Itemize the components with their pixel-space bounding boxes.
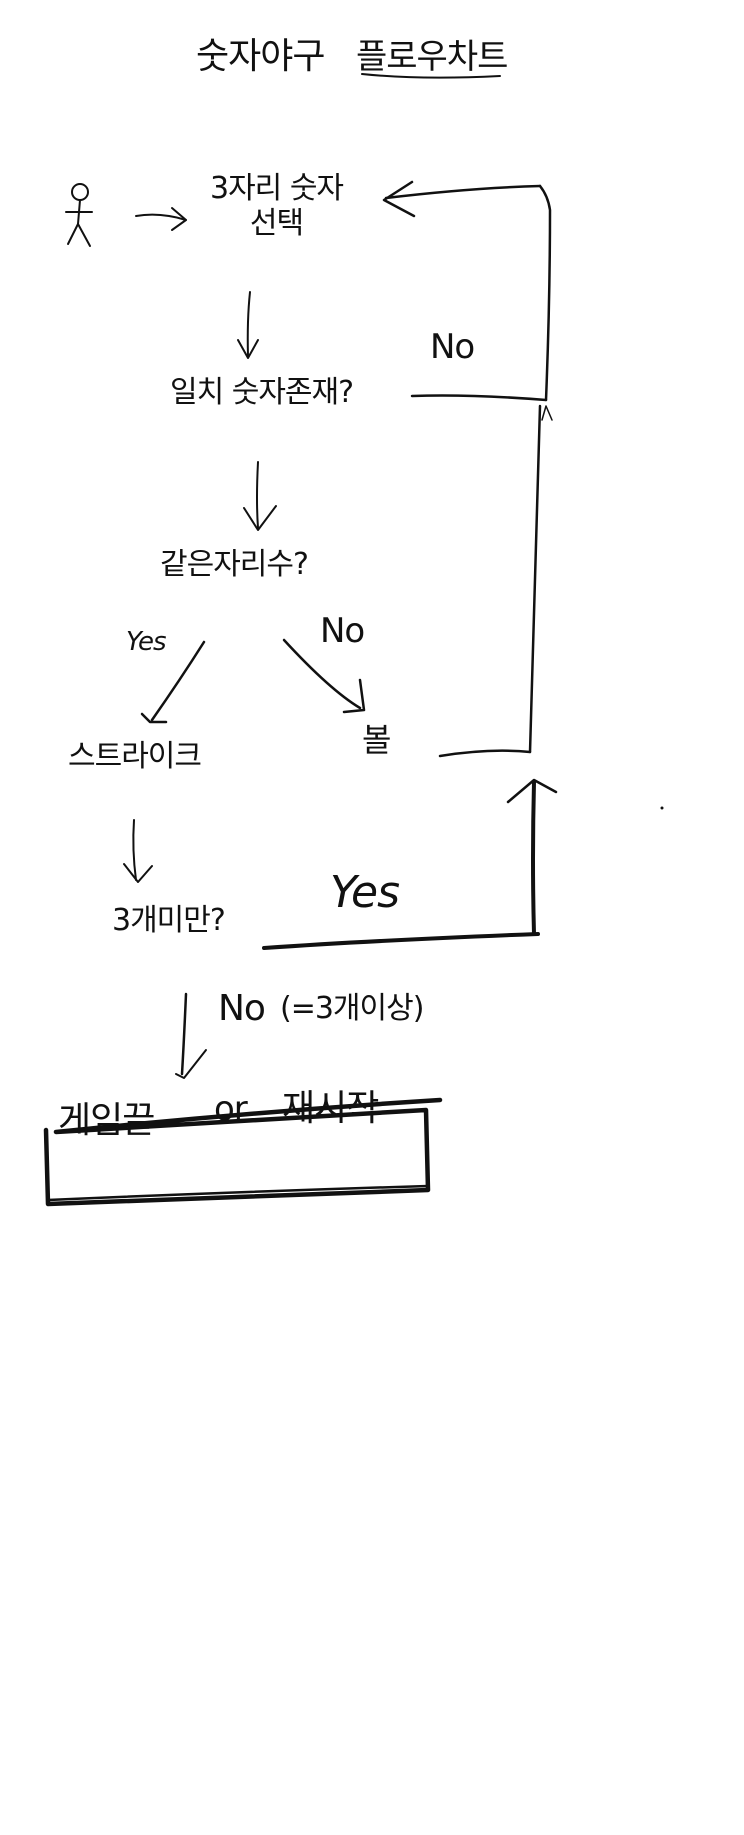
edge-under3-yes-up <box>531 780 536 936</box>
return-line-lower <box>528 404 542 754</box>
arrow-select-to-match-head <box>237 339 259 359</box>
edge-label-no-bottom: No <box>218 988 266 1029</box>
arrow-strike-to-under3 <box>132 819 137 881</box>
edge-same-yes <box>150 640 206 722</box>
node-select-number: 3자리 숫자 선택 <box>210 171 344 241</box>
page-title: 숫자야구 <box>196 36 325 77</box>
edge-same-yes-head <box>140 712 168 724</box>
junction-arrowhead <box>541 405 553 421</box>
edge-same-no <box>282 638 362 710</box>
end-box-inner-bottom <box>46 1184 430 1202</box>
arrow-user-to-select-head <box>171 207 187 231</box>
edge-label-no-top: No <box>430 327 475 367</box>
edge-match-no <box>410 394 548 402</box>
node-select-line1: 3자리 숫자 <box>210 171 344 206</box>
end-box <box>43 1097 443 1207</box>
edge-label-no-right: No <box>320 611 365 651</box>
page-subtitle: 플로우차트 <box>356 37 508 77</box>
return-line-upper <box>538 184 552 402</box>
node-game-end: 게임끝 <box>58 1100 155 1141</box>
arrow-user-to-select <box>135 213 187 221</box>
edge-label-yes-left: Yes <box>126 627 167 657</box>
node-or: or <box>214 1089 248 1129</box>
return-line-top-head <box>382 180 416 218</box>
stray-dot <box>660 806 664 810</box>
arrow-match-to-same-head <box>243 505 277 531</box>
edge-label-yes-bottom: Yes <box>330 867 400 918</box>
edge-under3-no-head <box>175 1049 207 1079</box>
node-restart: 재시작 <box>282 1088 379 1129</box>
edge-label-no-bottom-condition: (=3개이상) <box>280 991 424 1026</box>
edge-ball-to-return <box>438 749 532 758</box>
node-select-line2: 선택 <box>249 205 304 241</box>
edge-under3-yes <box>262 932 540 950</box>
arrow-match-to-same <box>256 461 259 529</box>
title-underline <box>361 73 501 79</box>
node-strike: 스트라이크 <box>68 739 202 774</box>
node-match-exists: 일치 숫자존재? <box>170 375 354 410</box>
edge-under3-no <box>180 992 188 1076</box>
return-line-top <box>384 184 542 200</box>
node-ball: 볼 <box>362 721 391 759</box>
edge-same-no-head <box>342 678 366 714</box>
node-same-position: 같은자리수? <box>160 547 309 582</box>
node-under-three: 3개미만? <box>112 903 226 938</box>
stick-figure-icon <box>65 183 93 247</box>
arrow-strike-to-under3-head <box>123 863 153 883</box>
arrow-select-to-match <box>246 291 251 357</box>
edge-under3-yes-up-head <box>506 778 558 804</box>
